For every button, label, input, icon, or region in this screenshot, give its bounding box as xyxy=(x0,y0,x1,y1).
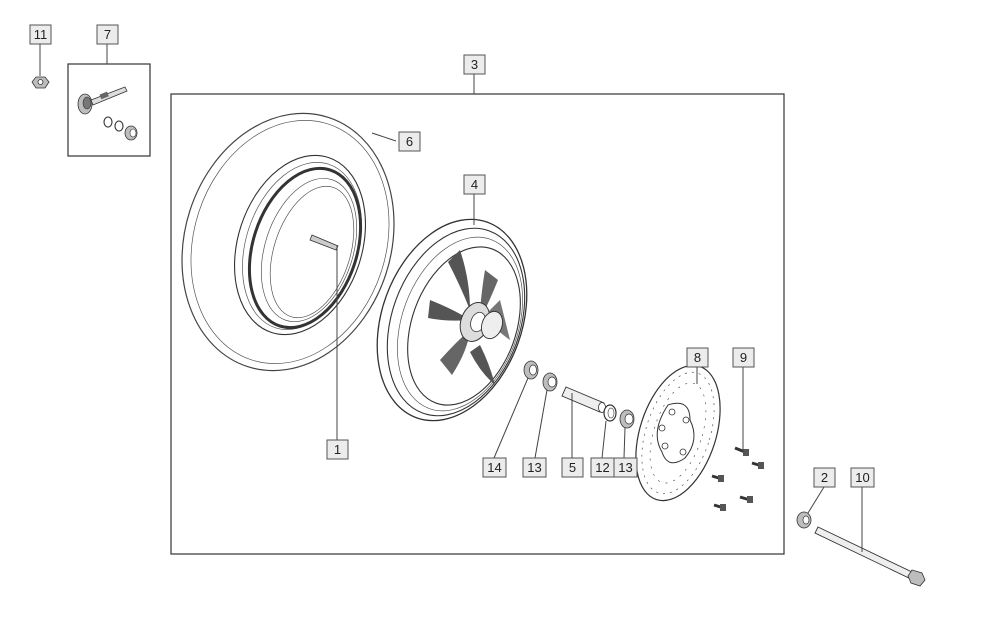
svg-text:13: 13 xyxy=(618,460,632,475)
callout-14: 14 xyxy=(482,457,507,478)
svg-text:5: 5 xyxy=(569,460,576,475)
callout-8: 8 xyxy=(686,347,709,368)
svg-text:2: 2 xyxy=(821,470,828,485)
svg-text:14: 14 xyxy=(487,460,501,475)
callout-3: 3 xyxy=(463,54,486,75)
callout-11: 11 xyxy=(29,24,52,45)
inner-tube-icon xyxy=(247,166,363,330)
valve-kit-box xyxy=(67,63,151,157)
svg-text:3: 3 xyxy=(471,57,478,72)
svg-text:4: 4 xyxy=(471,177,478,192)
axle-icon xyxy=(814,526,926,587)
spacer-icon xyxy=(561,386,606,413)
callout-2: 2 xyxy=(813,467,836,488)
callout-6: 6 xyxy=(398,131,421,152)
svg-text:6: 6 xyxy=(406,134,413,149)
callout-10: 10 xyxy=(850,467,875,488)
callout-5: 5 xyxy=(561,457,584,478)
screw-icon xyxy=(711,446,764,511)
svg-text:12: 12 xyxy=(595,460,609,475)
svg-text:8: 8 xyxy=(694,350,701,365)
callout-13-left: 13 xyxy=(522,457,547,478)
bearing-icon xyxy=(523,360,539,380)
leader-lines xyxy=(39,44,863,552)
callout-12: 12 xyxy=(590,457,615,478)
callout-1: 1 xyxy=(326,439,349,460)
brake-disc-icon xyxy=(635,364,721,502)
assembly-frame xyxy=(170,93,785,555)
seal-icon xyxy=(603,404,617,422)
washer-icon xyxy=(796,511,812,529)
rim-icon xyxy=(376,218,528,422)
svg-text:11: 11 xyxy=(34,27,48,42)
tyre-icon xyxy=(181,112,395,372)
callout-7: 7 xyxy=(96,24,119,45)
svg-text:9: 9 xyxy=(740,350,747,365)
svg-text:1: 1 xyxy=(334,442,341,457)
svg-text:10: 10 xyxy=(855,470,869,485)
callout-9: 9 xyxy=(732,347,755,368)
callout-13-right: 13 xyxy=(613,457,638,478)
valve-kit-icon xyxy=(77,86,138,141)
svg-text:13: 13 xyxy=(527,460,541,475)
callout-4: 4 xyxy=(463,174,486,195)
seal-icon xyxy=(542,372,558,392)
svg-text:7: 7 xyxy=(104,27,111,42)
seal-icon xyxy=(619,409,635,429)
nut-icon xyxy=(31,76,50,89)
